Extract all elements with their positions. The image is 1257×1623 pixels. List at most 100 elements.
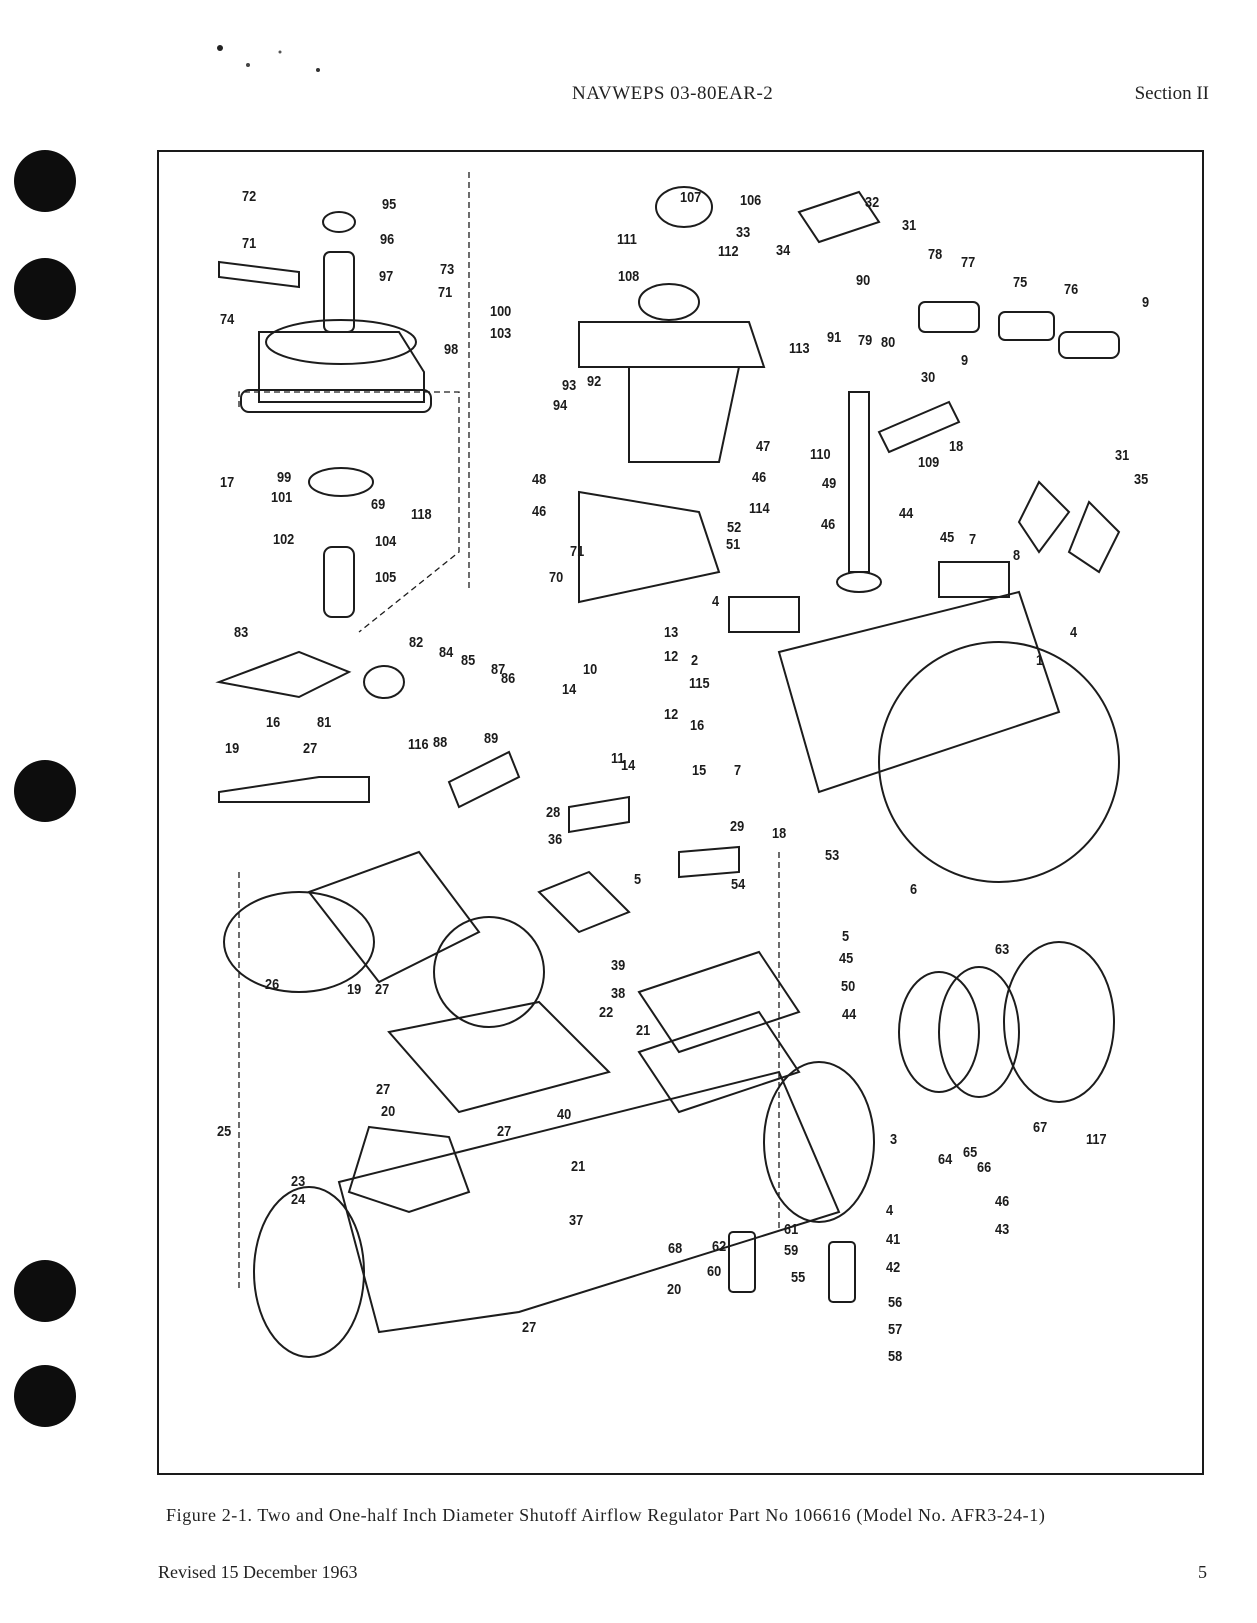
callout-label: 9	[1142, 294, 1150, 311]
callout-label: 32	[865, 194, 880, 211]
pilot-housing	[223, 891, 375, 993]
seat	[308, 467, 374, 497]
callout-label: 116	[408, 736, 429, 753]
callout-label: 97	[379, 268, 394, 285]
callout-label: 57	[888, 1321, 903, 1338]
data-plate	[938, 561, 1010, 598]
callout-label: 4	[712, 593, 720, 610]
pilot-body	[307, 850, 481, 984]
callout-label: 18	[949, 438, 964, 455]
callout-label: 4	[886, 1202, 894, 1219]
callout-label: 44	[899, 505, 914, 522]
elbow-fitting	[537, 870, 631, 934]
tube-fitting	[678, 845, 740, 879]
callout-label: 44	[842, 1006, 857, 1023]
inlet-flange	[253, 1186, 365, 1358]
actuator-drum	[777, 590, 1061, 794]
callout-label: 9	[961, 352, 969, 369]
callout-label: 117	[1086, 1131, 1107, 1148]
callout-label: 46	[752, 469, 767, 486]
callout-label: 59	[784, 1242, 799, 1259]
callout-label: 41	[886, 1231, 901, 1248]
callout-label: 16	[266, 714, 281, 731]
callout-label: 27	[376, 1081, 391, 1098]
callout-label: 29	[730, 818, 745, 835]
callout-label: 99	[277, 469, 292, 486]
callout-label: 118	[411, 506, 432, 523]
callout-label: 49	[822, 475, 837, 492]
regulator-body	[337, 1070, 841, 1334]
tee-fitting	[568, 795, 630, 834]
callout-label: 23	[291, 1173, 306, 1190]
callout-label: 27	[497, 1123, 512, 1140]
pilot-cover	[433, 916, 545, 1028]
housing-skirt	[628, 366, 740, 463]
callout-label: 69	[371, 496, 386, 513]
callout-label: 45	[839, 950, 854, 967]
callout-label: 36	[548, 831, 563, 848]
binder-hole	[14, 760, 76, 822]
callout-label: 37	[569, 1212, 584, 1229]
callout-label: 28	[546, 804, 561, 821]
gasket-plate	[387, 1000, 611, 1114]
callout-label: 18	[772, 825, 787, 842]
triangular-plate	[578, 490, 721, 604]
binder-holes	[0, 0, 90, 1623]
page-number: 5	[1198, 1562, 1207, 1582]
tee-fitting	[877, 400, 961, 454]
callout-label: 5	[842, 928, 850, 945]
callout-label: 114	[749, 500, 770, 517]
scan-specks	[217, 45, 320, 72]
callout-label: 17	[220, 474, 235, 491]
document-number: NAVWEPS 03-80EAR-2	[572, 83, 774, 104]
valve-cap	[265, 319, 417, 365]
callout-label: 76	[1064, 281, 1079, 298]
callout-label: 102	[273, 531, 295, 548]
elbow-fitting	[797, 190, 881, 244]
callout-label: 7	[734, 762, 742, 779]
revision-date: Revised 15 December 1963	[158, 1562, 358, 1582]
callout-label: 21	[636, 1022, 651, 1039]
callout-label: 83	[234, 624, 249, 641]
callout-label: 98	[444, 341, 459, 358]
figure-caption: Figure 2-1. Two and One-half Inch Diamet…	[166, 1505, 1046, 1525]
reducer-fitting	[215, 650, 352, 699]
callout-label: 86	[501, 670, 516, 687]
callout-label: 107	[680, 189, 702, 206]
callout-label: 71	[242, 235, 257, 252]
callout-label: 21	[571, 1158, 586, 1175]
callout-label: 42	[886, 1259, 901, 1276]
callout-label: 52	[727, 519, 742, 536]
outlet-flange	[763, 1061, 875, 1223]
callout-label: 19	[225, 740, 240, 757]
callout-label: 53	[825, 847, 840, 864]
data-plate	[728, 596, 800, 633]
union-nut	[363, 665, 405, 699]
callout-label: 63	[995, 941, 1010, 958]
callout-label: 24	[291, 1191, 306, 1208]
plunger	[728, 1231, 756, 1293]
callout-label: 43	[995, 1221, 1010, 1238]
callout-label: 68	[668, 1240, 683, 1257]
callout-label: 40	[557, 1106, 572, 1123]
callout-label: 11	[611, 750, 625, 767]
callout-label: 2	[691, 652, 699, 669]
callout-label: 25	[217, 1123, 232, 1140]
callout-label: 100	[490, 303, 512, 320]
callout-label: 54	[731, 876, 746, 893]
callout-label: 81	[317, 714, 332, 731]
callout-label: 82	[409, 634, 424, 651]
callout-label: 60	[707, 1263, 722, 1280]
callout-label: 46	[821, 516, 836, 533]
callout-label: 108	[618, 268, 640, 285]
callout-label: 110	[810, 446, 831, 463]
binder-hole	[14, 258, 76, 320]
callout-label: 111	[617, 231, 637, 248]
callout-label: 89	[484, 730, 499, 747]
callout-label: 91	[827, 329, 842, 346]
nut	[322, 211, 356, 233]
callout-label: 31	[902, 217, 917, 234]
section-label: Section II	[1134, 83, 1209, 104]
callout-label: 101	[271, 489, 293, 506]
callout-label: 90	[856, 272, 871, 289]
